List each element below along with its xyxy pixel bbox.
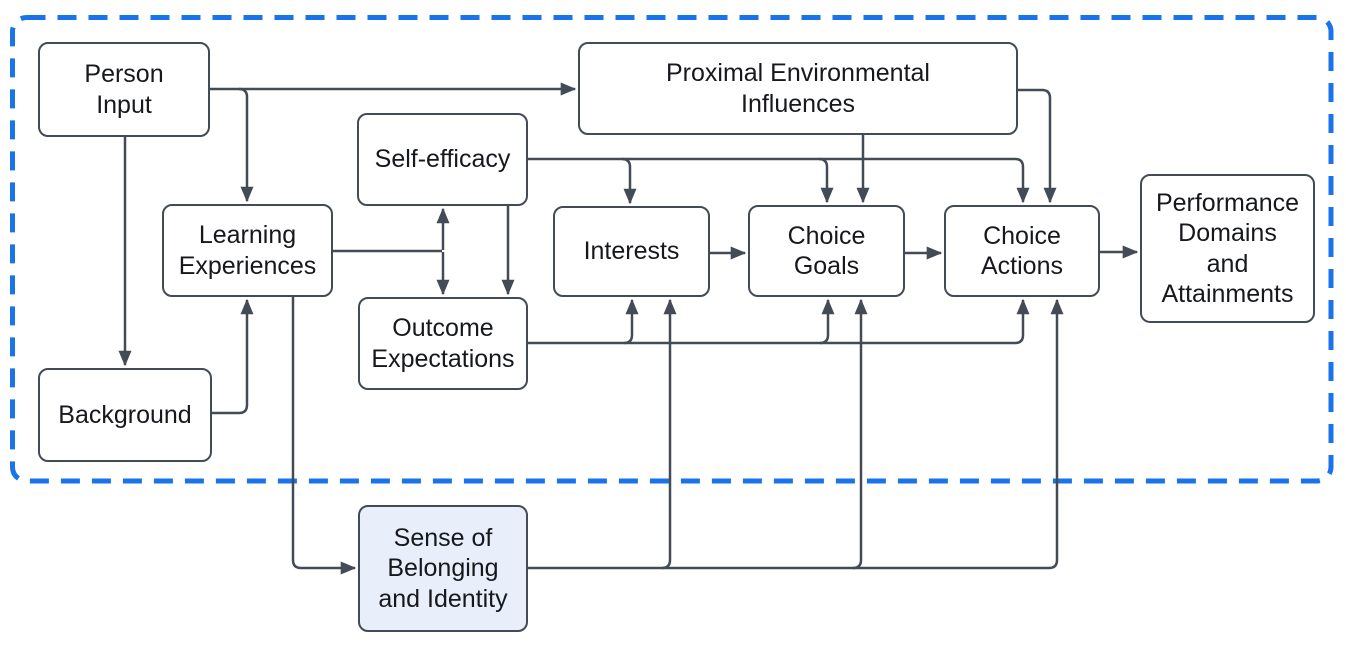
node-label-self-efficacy: Self-efficacy: [374, 145, 511, 174]
node-label-learning-experiences: Learning Experiences: [178, 221, 317, 280]
node-label-sense-of-belonging: Sense of Belonging and Identity: [378, 523, 508, 613]
node-sense-of-belonging: Sense of Belonging and Identity: [358, 505, 528, 632]
node-choice-actions: Choice Actions: [944, 205, 1100, 297]
node-background: Background: [38, 368, 212, 462]
node-label-proximal-environmental-influences: Proximal Environmental Influences: [666, 59, 930, 118]
edge-sense-of-belonging-to-choice-actions: [528, 298, 1064, 570]
edge-background-to-learning-experiences: [212, 298, 254, 415]
edge-self-efficacy-to-interests: [621, 157, 637, 205]
node-label-background: Background: [58, 400, 192, 429]
node-label-interests: Interests: [583, 237, 680, 266]
node-performance-domains-and-attainments: Performance Domains and Attainments: [1140, 174, 1315, 323]
node-learning-experiences: Learning Experiences: [162, 204, 333, 297]
edge-learning-experiences-to-sense-of-belonging: [291, 297, 357, 575]
node-label-choice-goals: Choice Goals: [787, 221, 866, 281]
edge-person-input-to-learning-experiences: [238, 87, 254, 203]
node-proximal-environmental-influences: Proximal Environmental Influences: [578, 42, 1018, 135]
node-choice-goals: Choice Goals: [748, 205, 905, 297]
edge-sense-of-belonging-to-interests: [661, 298, 677, 570]
node-label-person-input: Person Input: [84, 60, 164, 119]
edge-outcome-expectations-to-interests: [623, 298, 639, 345]
edge-self-efficacy-to-choice-actions: [528, 157, 1030, 204]
edge-outcome-expectations-to-choice-goals: [819, 298, 835, 345]
edge-outcome-expectations-to-choice-actions: [528, 298, 1030, 345]
node-interests: Interests: [553, 206, 710, 297]
node-outcome-expectations: Outcome Expectations: [358, 297, 528, 390]
node-self-efficacy: Self-efficacy: [357, 113, 528, 206]
node-label-performance-domains-and-attainments: Performance Domains and Attainments: [1155, 188, 1300, 309]
model-boundary-dashed-frame: [10, 15, 1334, 484]
node-person-input: Person Input: [38, 42, 210, 137]
node-label-choice-actions: Choice Actions: [981, 221, 1063, 281]
edge-proximal-environmental-influences-to-choice-actions: [1018, 88, 1057, 204]
node-label-outcome-expectations: Outcome Expectations: [371, 314, 515, 373]
edge-self-efficacy-to-choice-goals: [818, 157, 834, 204]
edge-sense-of-belonging-to-choice-goals: [852, 298, 868, 570]
